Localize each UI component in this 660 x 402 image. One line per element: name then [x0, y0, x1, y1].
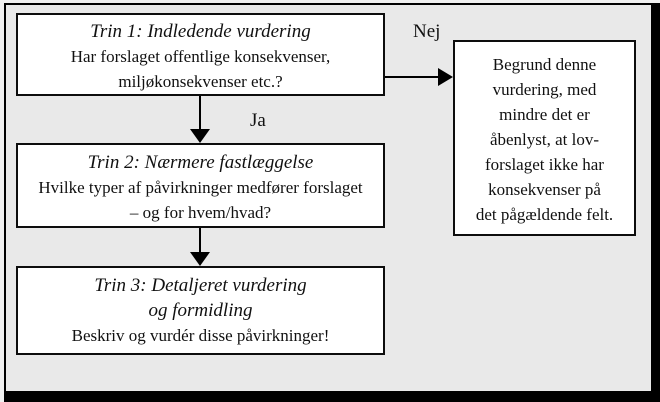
step3-box: Trin 3: Detaljeret vurdering og formidli… — [16, 266, 385, 355]
no-arrow-line — [385, 76, 439, 78]
step1-body: Har forslaget offentlige konsekvenser, m… — [70, 47, 331, 91]
step2-step3-arrow-head — [190, 252, 210, 266]
no-outcome-body: Begrund denne vurdering, med mindre det … — [475, 55, 614, 224]
step2-step3-arrow-line — [199, 228, 201, 254]
step2-body: Hvilke typer af påvirkninger medfører fo… — [38, 178, 363, 222]
no-outcome-box: Begrund denne vurdering, med mindre det … — [453, 40, 636, 236]
no-arrow-head — [438, 68, 453, 86]
step1-box: Trin 1: Indledende vurdering Har forslag… — [16, 13, 385, 96]
step3-title: Trin 3: Detaljeret vurdering og formidli… — [94, 275, 307, 321]
step1-title: Trin 1: Indledende vurdering — [90, 21, 311, 42]
step2-title: Trin 2: Nærmere fastlæggelse — [87, 152, 314, 173]
yes-arrow-head — [190, 129, 210, 143]
step2-box: Trin 2: Nærmere fastlæggelse Hvilke type… — [16, 143, 385, 228]
yes-arrow-line — [199, 96, 201, 131]
no-edge-label: Nej — [413, 21, 441, 42]
step3-body: Beskriv og vurdér disse påvirkninger! — [71, 326, 330, 345]
yes-edge-label: Ja — [250, 110, 266, 131]
